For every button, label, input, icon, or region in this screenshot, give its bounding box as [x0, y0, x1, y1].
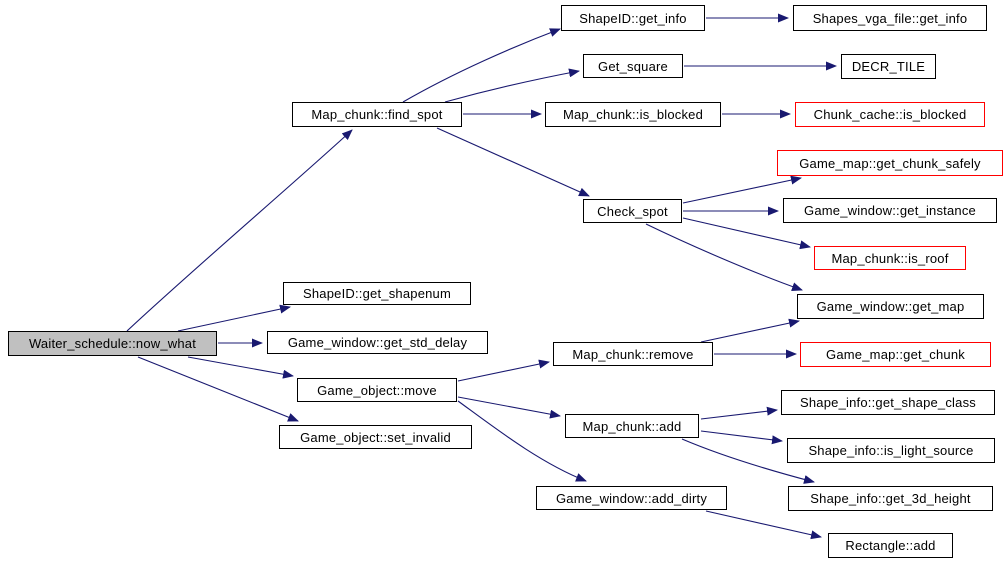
edge-waiter-schedule-now-what-to-game-object-set-invalid [137, 356, 299, 422]
node-shapeid-get-shapenum[interactable]: ShapeID::get_shapenum [283, 282, 471, 305]
node-label: DECR_TILE [851, 59, 926, 74]
node-map-chunk-add[interactable]: Map_chunk::add [565, 414, 699, 438]
node-label: Check_spot [597, 203, 668, 219]
edge-game-object-move-to-game-window-add-dirty [457, 400, 587, 482]
node-check-spot[interactable]: Check_spot [583, 199, 682, 223]
node-game-map-get-chunk[interactable]: Game_map::get_chunk [800, 342, 991, 367]
edge-waiter-schedule-now-what-to-game-object-move [187, 356, 294, 379]
edge-check-spot-to-game-window-get-map [645, 223, 803, 291]
node-shapes-vga-file-get-info[interactable]: Shapes_vga_file::get_info [793, 5, 987, 31]
node-game-window-add-dirty[interactable]: Game_window::add_dirty [536, 486, 727, 510]
node-game-window-get-instance[interactable]: Game_window::get_instance [783, 198, 997, 223]
node-game-object-set-invalid[interactable]: Game_object::set_invalid [279, 425, 472, 449]
edge-map-chunk-find-spot-to-check-spot [436, 127, 590, 197]
node-rectangle-add[interactable]: Rectangle::add [828, 533, 953, 558]
node-map-chunk-is-blocked[interactable]: Map_chunk::is_blocked [545, 102, 721, 127]
node-label: Game_window::get_map [816, 299, 965, 314]
node-game-window-get-std-delay[interactable]: Game_window::get_std_delay [267, 331, 488, 354]
node-label: ShapeID::get_info [579, 10, 687, 26]
edge-map-chunk-add-to-shape-info-is-light-source [700, 430, 783, 445]
node-label: Get_square [598, 58, 668, 74]
node-label: Map_chunk::is_roof [831, 250, 949, 266]
node-decr-tile[interactable]: DECR_TILE [841, 54, 936, 79]
edge-map-chunk-remove-to-game-window-get-map [700, 318, 800, 343]
node-label: Shape_info::get_3d_height [810, 491, 971, 506]
node-map-chunk-remove[interactable]: Map_chunk::remove [553, 342, 713, 366]
node-game-map-get-chunk-safely[interactable]: Game_map::get_chunk_safely [777, 150, 1003, 176]
node-label: Rectangle::add [845, 538, 936, 553]
edge-map-chunk-add-to-shape-info-get-shape-class [700, 406, 778, 420]
edge-map-chunk-find-spot-to-get-square [444, 68, 580, 103]
node-get-square[interactable]: Get_square [583, 54, 683, 78]
node-chunk-cache-is-blocked[interactable]: Chunk_cache::is_blocked [795, 102, 985, 127]
node-waiter-schedule-now-what: Waiter_schedule::now_what [8, 331, 217, 356]
edge-map-chunk-find-spot-to-shapeid-get-info [402, 28, 561, 103]
node-map-chunk-is-roof[interactable]: Map_chunk::is_roof [814, 246, 966, 270]
node-label: Game_map::get_chunk [826, 347, 965, 362]
node-label: Game_map::get_chunk_safely [799, 155, 981, 171]
node-label: Map_chunk::find_spot [311, 107, 443, 122]
node-label: Shape_info::is_light_source [808, 443, 974, 458]
edge-game-object-move-to-map-chunk-add [457, 396, 561, 419]
node-label: Waiter_schedule::now_what [28, 336, 197, 351]
node-game-window-get-map[interactable]: Game_window::get_map [797, 294, 984, 319]
node-label: Shapes_vga_file::get_info [812, 10, 968, 26]
node-shape-info-get-3d-height[interactable]: Shape_info::get_3d_height [788, 486, 993, 511]
node-game-object-move[interactable]: Game_object::move [297, 378, 457, 402]
node-shape-info-get-shape-class[interactable]: Shape_info::get_shape_class [781, 390, 995, 415]
node-label: ShapeID::get_shapenum [302, 286, 452, 301]
node-label: Game_window::get_instance [804, 203, 976, 218]
node-map-chunk-find-spot[interactable]: Map_chunk::find_spot [292, 102, 462, 127]
node-label: Game_window::get_std_delay [287, 335, 468, 350]
node-label: Game_window::add_dirty [555, 490, 708, 506]
edge-game-window-add-dirty-to-rectangle-add [705, 510, 822, 540]
node-label: Map_chunk::is_blocked [562, 107, 704, 122]
node-label: Game_object::set_invalid [300, 429, 451, 445]
node-label: Map_chunk::add [582, 418, 682, 434]
node-shapeid-get-info[interactable]: ShapeID::get_info [561, 5, 705, 31]
node-label: Shape_info::get_shape_class [800, 395, 976, 410]
edge-waiter-schedule-now-what-to-shapeid-get-shapenum [177, 304, 291, 332]
node-label: Game_object::move [317, 382, 437, 398]
node-label: Map_chunk::remove [572, 346, 694, 362]
edge-game-object-move-to-map-chunk-remove [457, 359, 550, 382]
node-label: Chunk_cache::is_blocked [813, 107, 967, 122]
node-shape-info-is-light-source[interactable]: Shape_info::is_light_source [787, 438, 995, 463]
